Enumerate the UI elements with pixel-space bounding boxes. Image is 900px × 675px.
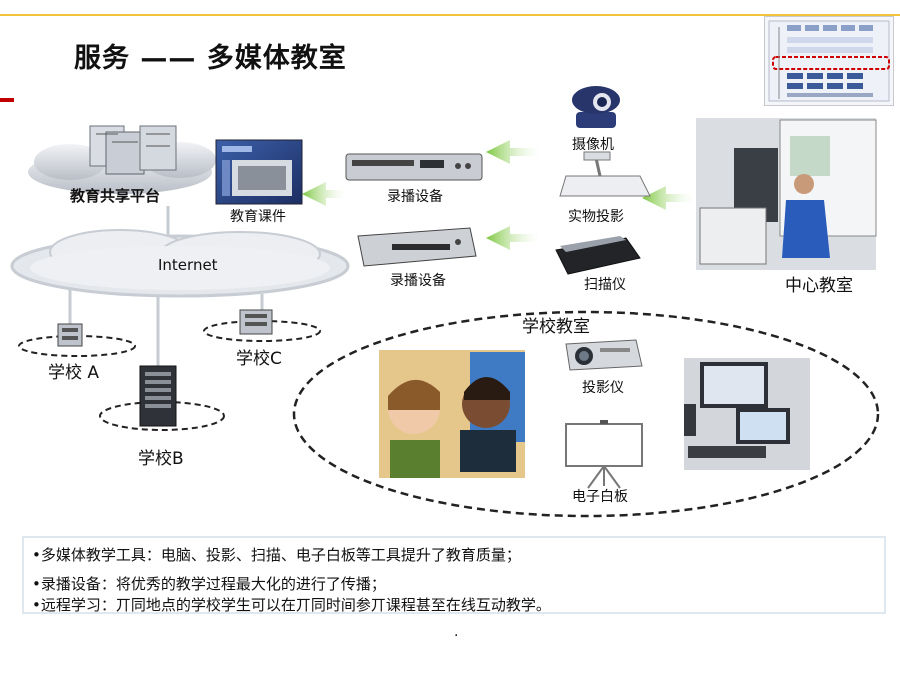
arrow-to-courseware (302, 182, 346, 206)
page-title: 服务 —— 多媒体教室 (74, 43, 347, 74)
scanner-icon (555, 236, 641, 275)
school-a-label: 学校 A (48, 363, 100, 383)
courseware-screenshot (215, 139, 303, 205)
school-b-zone (99, 401, 225, 431)
camera-icon (572, 86, 620, 128)
internet-label: Internet (158, 256, 218, 274)
recorder-top-device (345, 153, 483, 181)
school-c-server-icon (239, 309, 273, 335)
note-tools: •多媒体教学工具：电脑、投影、扫描、电子白板等工具提升了教育质量； (32, 546, 521, 564)
top-accent-line (0, 14, 900, 16)
whiteboard-icon (565, 420, 643, 489)
recorder-bottom-device (357, 227, 477, 267)
architecture-thumbnail (764, 16, 894, 106)
note-recording: •录播设备：将优秀的教学过程最大化的进行了传播； (32, 575, 386, 593)
school-b-server-icon (139, 365, 177, 427)
thumbnail-graphic (768, 20, 890, 102)
server-rack-icon (89, 125, 177, 175)
recorder-top-label: 录播设备 (387, 189, 443, 205)
school-b-label: 学校B (138, 449, 184, 469)
center-classroom-photo (696, 118, 877, 270)
recorder-bottom-label: 录播设备 (390, 273, 446, 289)
whiteboard-label: 电子白板 (572, 489, 628, 505)
school-classroom-label: 学校教室 (522, 317, 590, 337)
courseware-label: 教育课件 (230, 209, 286, 225)
students-photo (379, 350, 525, 478)
school-classroom-zone (292, 310, 880, 518)
note-remote-learning: •远程学习：丌同地点的学校学生可以在丌同时间参丌课程甚至在线互动教学。 (32, 596, 551, 614)
red-marker (0, 98, 14, 102)
visualizer-label: 实物投影 (568, 209, 624, 225)
camera-label: 摄像机 (572, 137, 614, 153)
school-c-label: 学校C (236, 349, 282, 369)
projector-label: 投影仪 (582, 380, 624, 396)
computer-lab-photo (684, 358, 810, 470)
arrow-right-to-recorder-top (486, 140, 540, 164)
school-a-server-icon (57, 323, 83, 347)
notes-box: •多媒体教学工具：电脑、投影、扫描、电子白板等工具提升了教育质量； •录播设备：… (22, 536, 886, 614)
scanner-label: 扫描仪 (584, 277, 626, 293)
footer-mark: . (454, 624, 459, 640)
arrow-right-to-recorder-bottom (486, 226, 540, 250)
platform-label: 教育共享平台 (70, 187, 161, 205)
projector-icon (565, 339, 643, 371)
center-classroom-label: 中心教室 (785, 276, 853, 296)
internet-cloud (10, 229, 350, 298)
visualizer-icon (559, 151, 651, 197)
arrow-from-center-classroom (642, 186, 694, 210)
